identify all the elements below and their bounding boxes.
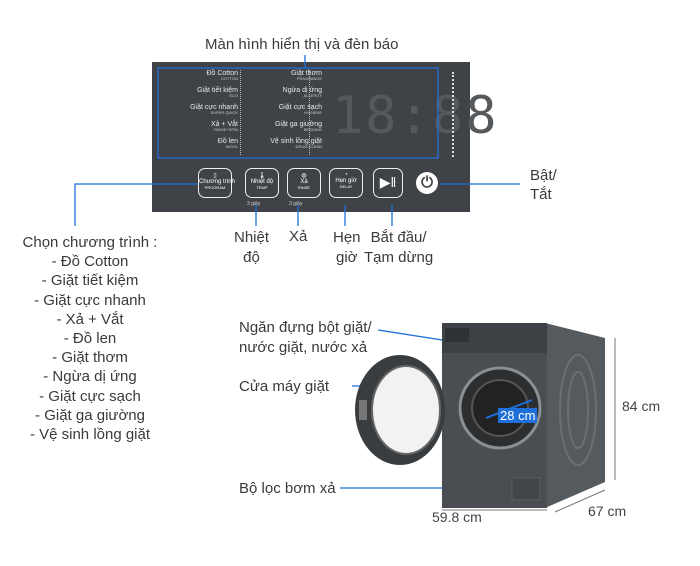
program-leader <box>74 183 198 226</box>
panel-program-label: Giặt thơm <box>290 70 322 77</box>
display-digits: 18:88 <box>332 86 499 146</box>
rinse-button-label: Xả <box>300 179 308 185</box>
start-pause-button[interactable]: ▶‖ <box>373 168 403 198</box>
display-label: Màn hình hiển thị và đèn báo <box>205 36 399 53</box>
height-dimension: 84 cm <box>622 398 661 414</box>
play-pause-icon: ▶‖ <box>379 174 397 190</box>
door-handle <box>359 400 367 420</box>
rinse-label: Xả <box>289 228 308 245</box>
panel-program-sublabel: DRUM CLEAN <box>295 144 322 149</box>
thermometer-icon: 🌡 <box>258 173 266 179</box>
program-list-item: - Giặt cực sạch <box>39 387 141 405</box>
divider <box>309 70 310 155</box>
panel-program-sublabel: HYGIENE <box>303 110 322 115</box>
washing-machine <box>355 323 616 513</box>
filter-label: Bộ lọc bơm xả <box>239 480 336 497</box>
program-list-item: - Vệ sinh lồng giặt <box>29 426 151 444</box>
program-button[interactable]: ▯ Chương trình PROGRAM <box>198 168 235 198</box>
divider <box>240 70 241 155</box>
panel-program-label: Giặt cực nhanh <box>190 104 238 111</box>
indicator-strip <box>452 72 454 157</box>
door-dimension: 28 cm <box>498 408 538 423</box>
door-label: Cửa máy giặt <box>239 378 330 395</box>
panel-program-sublabel: COTTON <box>221 76 238 81</box>
detergent-drawer <box>445 328 469 342</box>
rinse-button[interactable]: ◍ Xả RINSE <box>287 168 321 198</box>
panel-program-label: Đồ Cotton <box>206 70 238 77</box>
temp-button-sub: TEMP <box>256 185 268 190</box>
clock-icon: ◔ <box>344 172 348 178</box>
delay-label: Hẹn giờ <box>333 229 361 266</box>
pump-filter <box>511 477 541 501</box>
rinse-button-sub: RINSE <box>297 185 311 190</box>
power-button[interactable]: ⏻ <box>416 172 438 194</box>
temp-button[interactable]: 🌡 Nhiệt độ TEMP <box>245 168 279 198</box>
temp-button-label: Nhiệt độ <box>250 179 274 185</box>
program-list-item: - Giặt ga giường <box>35 406 145 424</box>
power-icon: ⏻ <box>421 174 433 191</box>
temp-hold-label: 3 giây <box>247 201 261 207</box>
power-label: Bật/ Tắt <box>530 167 557 203</box>
program-button-sub: PROGRAM <box>204 185 226 190</box>
program-button-label: Chương trình <box>199 179 235 185</box>
panel-program-sublabel: SUPER QUICK <box>210 110 238 115</box>
panel-program-label: Giặt cực sạch <box>278 104 322 111</box>
display-outline <box>157 67 439 159</box>
doc-icon: ▯ <box>213 173 217 179</box>
program-list-item: - Giặt thơm <box>52 349 128 367</box>
panel-program-label: Ngừa dị ứng <box>282 87 322 94</box>
panel-program-sublabel: ECO <box>229 93 238 98</box>
program-list-item: - Xả + Vắt <box>56 310 124 328</box>
panel-program-sublabel: BEDDING <box>303 127 322 132</box>
program-items: - Đồ Cotton- Giặt tiết kiệm- Giặt cực nh… <box>10 252 170 444</box>
program-list-item: - Ngừa dị ứng <box>43 368 137 386</box>
start-pause-label: Bắt đầu/ Tạm dừng <box>364 229 434 266</box>
program-list: Chọn chương trình : - Đồ Cotton- Giặt ti… <box>10 233 170 444</box>
program-list-item: - Đồ Cotton <box>51 253 129 271</box>
delay-button-sub: DELAY <box>339 184 353 189</box>
panel-program-label: Đồ len <box>217 138 238 145</box>
panel-program-sublabel: WOOL <box>225 144 238 149</box>
detergent-label: Ngăn đựng bột giặt/ nước giặt, nước xả <box>239 319 372 356</box>
panel-program-label: Giặt ga giường <box>274 121 322 128</box>
program-list-item: - Đồ len <box>63 330 117 348</box>
panel-program-label: Giặt tiết kiệm <box>197 87 238 94</box>
rinse-icon: ◍ <box>301 173 307 179</box>
panel-program-sublabel: ALLERGY <box>303 93 322 98</box>
program-list-title: Chọn chương trình : <box>22 234 158 251</box>
panel-program-label: Vệ sinh lồng giặt <box>270 138 322 145</box>
temp-label: Nhiệt độ <box>234 229 270 266</box>
rinse-hold-label: 3 giây <box>289 201 303 207</box>
panel-program-sublabel: RINSE+SPIN <box>214 127 238 132</box>
width-dimension: 59.8 cm <box>432 509 482 525</box>
program-list-item: - Giặt cực nhanh <box>34 291 146 309</box>
delay-button-label: Hẹn giờ <box>335 178 357 184</box>
delay-button[interactable]: ◔ Hẹn giờ DELAY <box>329 168 363 198</box>
depth-dimension: 67 cm <box>588 503 627 519</box>
program-list-item: - Giặt tiết kiệm <box>41 272 139 290</box>
panel-program-label: Xả + Vắt <box>210 121 238 128</box>
